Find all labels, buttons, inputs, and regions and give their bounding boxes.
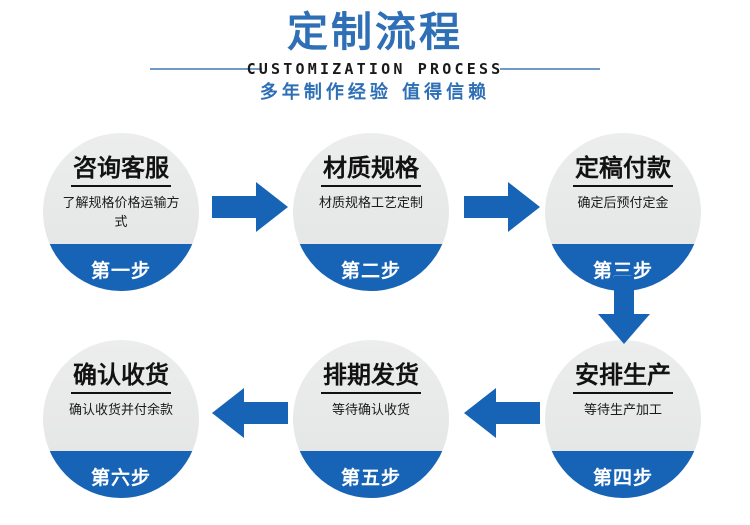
- header: 定制流程 CUSTOMIZATION PROCESS 多年制作经验 值得信赖: [0, 0, 750, 112]
- subtitle-english: CUSTOMIZATION PROCESS: [246, 60, 504, 78]
- step-band-1: [43, 244, 199, 291]
- subtitle-row: CUSTOMIZATION PROCESS: [0, 58, 750, 80]
- divider-line-left: [150, 68, 262, 70]
- divider-line-right: [500, 68, 600, 70]
- step-desc-2: 材质规格工艺定制: [318, 196, 423, 211]
- arrow-down-icon: [598, 276, 650, 344]
- step-desc-1: 了解规格价格运输方式: [62, 196, 180, 230]
- step-title-1: 咨询客服: [71, 154, 171, 187]
- arrow-left-icon: [464, 388, 540, 438]
- step-title-6: 确认收货: [71, 361, 171, 394]
- arrow-right-icon: [464, 182, 540, 232]
- step-title-5: 排期发货: [321, 361, 421, 394]
- step-content-6: 确认收货 确认收货并付余款: [43, 340, 199, 498]
- step-node-1[interactable]: 咨询客服 了解规格价格运输方式 第一步: [43, 133, 199, 291]
- step-label-1: 第一步: [90, 260, 151, 282]
- step-desc-3: 确定后预付定金: [577, 196, 669, 211]
- step-content-4: 安排生产 等待生产加工: [545, 340, 701, 498]
- step-node-2[interactable]: 材质规格 材质规格工艺定制 第二步: [293, 133, 449, 291]
- step-content-1: 咨询客服 了解规格价格运输方式: [43, 133, 199, 291]
- step-content-2: 材质规格 材质规格工艺定制: [293, 133, 449, 291]
- step-band-6: [43, 451, 199, 498]
- step-band-5: [293, 451, 449, 498]
- step-desc-6: 确认收货并付余款: [68, 403, 173, 418]
- step-title-4: 安排生产: [573, 361, 673, 394]
- step-label-4: 第四步: [592, 467, 653, 489]
- subtitle-chinese: 多年制作经验 值得信赖: [259, 82, 491, 103]
- arrow-right-icon: [212, 182, 288, 232]
- step-content-5: 排期发货 等待确认收货: [293, 340, 449, 498]
- step-node-4[interactable]: 安排生产 等待生产加工 第四步: [545, 340, 701, 498]
- step-content-3: 定稿付款 确定后预付定金: [545, 133, 701, 291]
- step-node-3[interactable]: 定稿付款 确定后预付定金 第三步: [545, 133, 701, 291]
- step-title-2: 材质规格: [321, 154, 421, 187]
- step-label-2: 第二步: [340, 260, 401, 282]
- step-band-2: [293, 244, 449, 291]
- step-band-4: [545, 451, 701, 498]
- step-label-5: 第五步: [340, 467, 401, 489]
- step-desc-5: 等待确认收货: [331, 403, 410, 418]
- step-label-3: 第三步: [592, 260, 653, 282]
- step-label-6: 第六步: [90, 467, 151, 489]
- step-desc-4: 等待生产加工: [583, 403, 662, 418]
- step-title-3: 定稿付款: [573, 154, 673, 187]
- arrow-left-icon: [212, 388, 288, 438]
- page-title: 定制流程: [287, 8, 463, 56]
- step-node-6[interactable]: 确认收货 确认收货并付余款 第六步: [43, 340, 199, 498]
- step-node-5[interactable]: 排期发货 等待确认收货 第五步: [293, 340, 449, 498]
